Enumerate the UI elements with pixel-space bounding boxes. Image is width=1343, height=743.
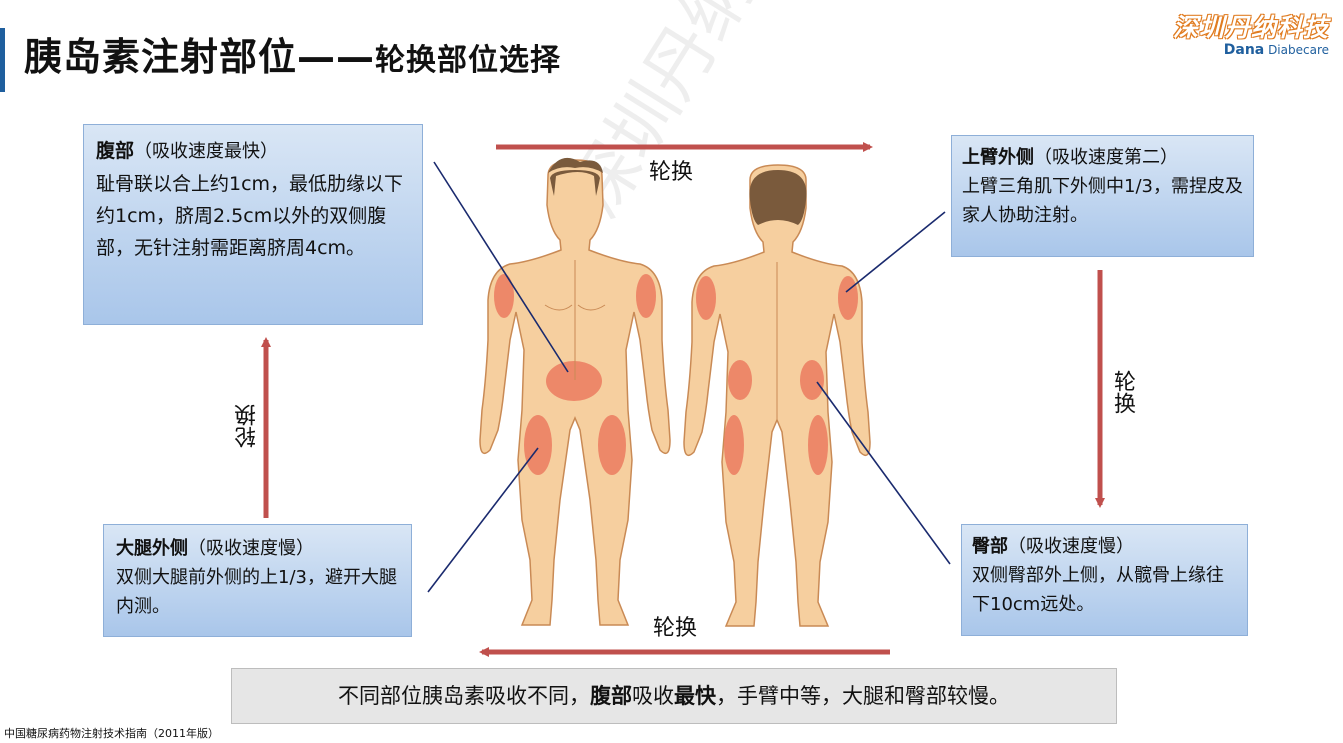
title-sub: 轮换部位选择 [375,43,562,78]
arm-description: 上臂三角肌下外侧中1/3，需捏皮及家人协助注射。 [962,175,1243,226]
logo-english-name: Dana Diabecare [1223,42,1329,58]
abdomen-speed: （吸收速度最快） [134,141,279,162]
rotation-label-left: 轮换 [235,404,260,448]
title-accent-bar [0,28,5,92]
thigh-heading: 大腿外侧 [116,538,188,559]
arm-heading: 上臂外侧 [962,147,1034,168]
info-box-abdomen: 腹部（吸收速度最快） 耻骨联以合上约1cm，最低肋缘以下约1cm，脐周2.5cm… [83,124,423,325]
abdomen-heading: 腹部 [96,140,135,162]
info-box-thigh: 大腿外侧（吸收速度慢） 双侧大腿前外侧的上1/3，避开大腿内测。 [103,524,412,637]
buttock-speed: （吸收速度慢） [1008,536,1134,557]
thigh-speed: （吸收速度慢） [188,538,314,559]
source-footnote: 中国糖尿病药物注射技术指南（2011年版） [4,727,219,740]
buttock-description: 双侧臀部外上侧，从髋骨上缘往下10cm远处。 [972,564,1224,615]
summary-banner: 不同部位胰岛素吸收不同，腹部吸收最快，手臂中等，大腿和臀部较慢。 [231,668,1117,724]
front-body-figure [479,157,671,626]
info-box-upper-arm: 上臂外侧（吸收速度第二） 上臂三角肌下外侧中1/3，需捏皮及家人协助注射。 [951,135,1254,257]
rotation-label-right: 轮换 [1110,370,1135,414]
thigh-description: 双侧大腿前外侧的上1/3，避开大腿内测。 [116,566,397,617]
logo-chinese-name: 深圳丹纳科技 [1172,13,1329,42]
rotation-label-bottom: 轮换 [653,616,698,641]
pointer-line-arm [845,211,946,293]
info-box-buttock: 臀部（吸收速度慢） 双侧臀部外上侧，从髋骨上缘往下10cm远处。 [961,524,1248,636]
arm-speed: （吸收速度第二） [1034,147,1178,168]
company-logo: 深圳丹纳科技 Dana Diabecare [1173,8,1329,58]
abdomen-description: 耻骨联以合上约1cm，最低肋缘以下约1cm，脐周2.5cm以外的双侧腹部，无针注… [96,172,404,260]
pointer-line-thigh [427,447,539,593]
rotation-label-top: 轮换 [649,160,694,185]
back-body-figure [683,164,871,627]
pointer-line-buttock [816,381,951,565]
pointer-line-abdomen [433,161,569,373]
buttock-heading: 臀部 [972,536,1008,557]
title-main: 胰岛素注射部位—— [24,35,376,79]
page-title: 胰岛素注射部位——轮换部位选择 [24,26,561,81]
